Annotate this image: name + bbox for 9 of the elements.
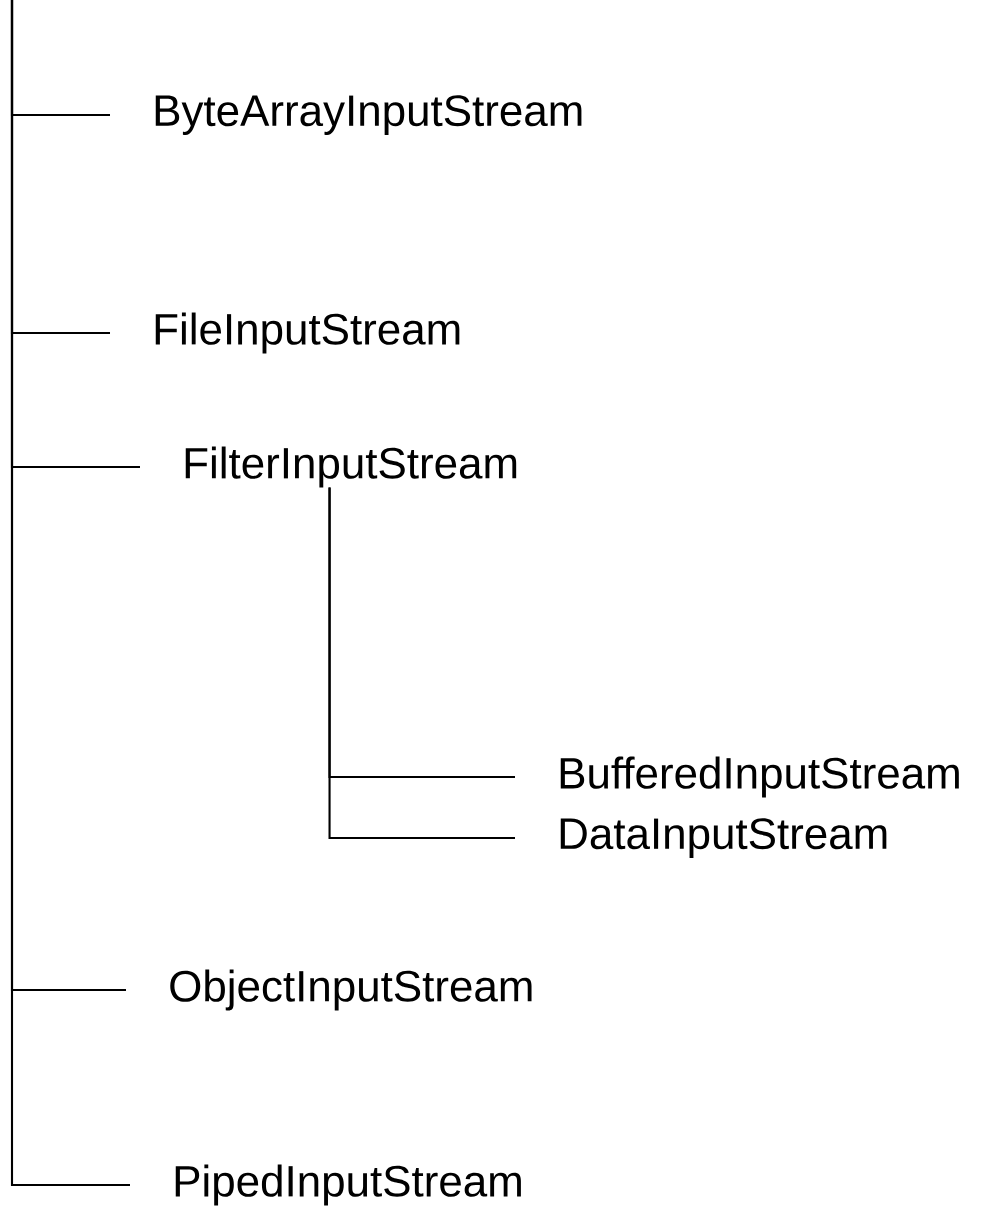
tree-connector — [328, 487, 515, 840]
class-label: PipedInputStream — [175, 1164, 521, 1206]
class-label: DataInputStream — [560, 818, 887, 858]
class-label: ByteArrayInputStream — [155, 95, 582, 135]
class-label: FilterInputStream — [185, 446, 517, 488]
class-label: ObjectInputStream — [170, 969, 532, 1011]
class-label: BufferedInputStream — [560, 756, 959, 798]
class-label: FileInputStream — [155, 312, 460, 354]
tree-connector — [10, 0, 130, 1187]
